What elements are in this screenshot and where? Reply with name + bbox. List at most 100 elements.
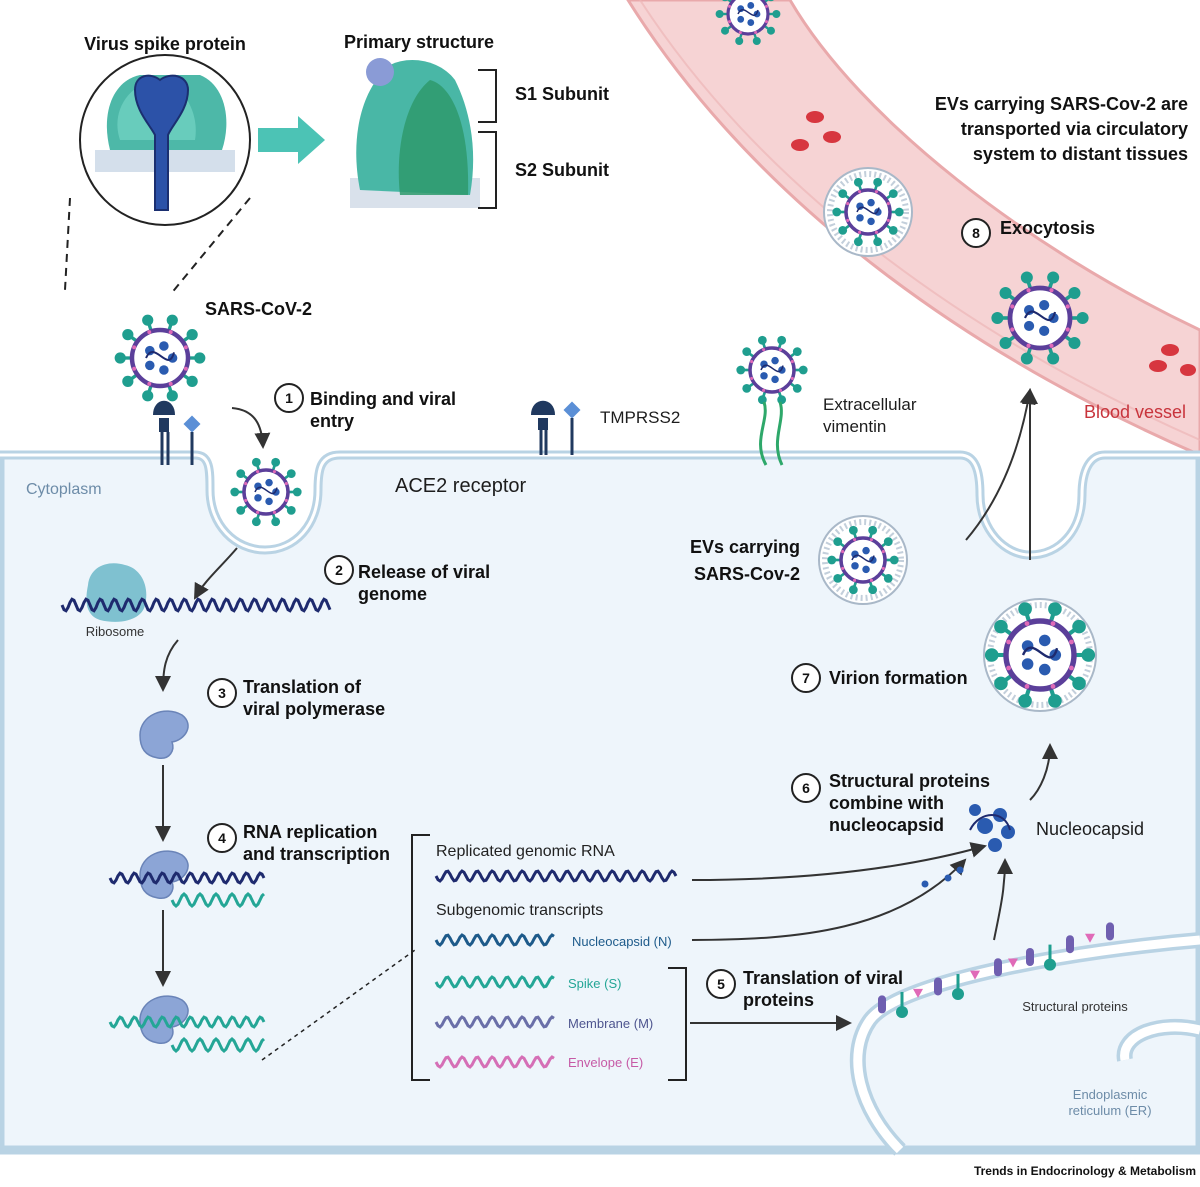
arrow-icon — [258, 116, 325, 164]
step-number-circle — [324, 555, 354, 585]
s2-label: S2 Subunit — [515, 160, 609, 180]
step-number: 5 — [717, 976, 725, 992]
rna-e-label: Envelope (E) — [568, 1055, 643, 1070]
ace2-receptor-main — [153, 400, 201, 465]
rna-waves — [434, 869, 678, 1069]
s1-bracket — [478, 69, 497, 123]
step-6-line3: nucleocapsid — [829, 815, 944, 835]
step-4-line1: RNA replication — [243, 822, 377, 842]
step-3-line2: viral polymerase — [243, 699, 385, 719]
subgenomic-label: Subgenomic transcripts — [436, 902, 603, 919]
step-8-line1: Exocytosis — [1000, 218, 1095, 238]
structural-proteins-label: Structural proteins — [1022, 999, 1128, 1014]
vessel-text-1: EVs carrying SARS-Cov-2 are — [935, 94, 1188, 114]
step-number: 3 — [218, 685, 226, 701]
rna-s-label: Spike (S) — [568, 976, 621, 991]
endocytosed-virion — [230, 457, 302, 527]
step-number-circle — [706, 969, 736, 999]
rna-n-wave — [434, 933, 555, 947]
envelope-protein — [913, 988, 923, 998]
er-label-1: Endoplasmic — [1073, 1087, 1148, 1102]
virions — [114, 0, 1097, 712]
membrane-protein — [1106, 922, 1114, 941]
step-5-line2: proteins — [743, 990, 814, 1010]
spike-protein-head — [1044, 958, 1056, 971]
ev-virion — [818, 515, 908, 605]
vessel-ev-virion — [823, 167, 913, 257]
protein-dots — [921, 866, 964, 888]
er-label-2: reticulum (ER) — [1068, 1103, 1151, 1118]
spike-protein-head — [896, 1005, 908, 1018]
step-number-circle — [274, 383, 304, 413]
blood-vessel — [626, 0, 1200, 457]
nucleocapsid-label: Nucleocapsid — [1036, 819, 1144, 839]
primary-structure-label: Primary structure — [344, 32, 494, 52]
evs-label-2: SARS-Cov-2 — [694, 564, 800, 584]
spike-protein-head — [952, 988, 964, 1001]
nucleocapsid-icon — [969, 804, 1015, 852]
sars-cov-2-label: SARS-CoV-2 — [205, 299, 312, 319]
cell — [0, 450, 1200, 1155]
step-number-circle — [791, 773, 821, 803]
spike-protein-panel: Virus spike protein Primary structure S1… — [64, 32, 609, 296]
rna-n-label: Nucleocapsid (N) — [572, 934, 672, 949]
spike-title: Virus spike protein — [84, 34, 246, 54]
tmprss2-label: TMPRSS2 — [600, 408, 680, 427]
sars-cov-2-virion — [114, 314, 206, 402]
viral-genome-rna — [60, 597, 332, 613]
cytoplasm-label: Cytoplasm — [26, 481, 102, 498]
er-structural-proteins — [878, 922, 1114, 1018]
rna-list-bracket — [411, 834, 430, 1081]
rna-replication-strand — [108, 871, 266, 885]
step-number-circle — [207, 678, 237, 708]
vimentin-label-2: vimentin — [823, 417, 886, 436]
red-blood-cells — [791, 111, 1196, 376]
vessel-text-2: transported via circulatory — [961, 119, 1188, 139]
vessel-virion-top — [715, 0, 781, 46]
step-number-circle — [961, 218, 991, 248]
membrane-protein — [1066, 935, 1074, 954]
step-number: 2 — [335, 562, 343, 578]
step-number-circle — [207, 823, 237, 853]
envelope-protein — [1085, 933, 1095, 943]
step-2-line2: genome — [358, 584, 427, 604]
s1-label: S1 Subunit — [515, 84, 609, 104]
vimentin-label-1: Extracellular — [823, 395, 917, 414]
step-6-line1: Structural proteins — [829, 771, 990, 791]
step-number: 7 — [802, 670, 810, 686]
envelope-protein — [970, 970, 980, 980]
membrane-protein — [878, 995, 886, 1014]
rna-s-wave — [434, 975, 555, 989]
step-1-line1: Binding and viral — [310, 389, 456, 409]
step-3-line1: Translation of — [243, 677, 362, 697]
rna-transcription-strand — [170, 891, 266, 909]
step-1-line2: entry — [310, 411, 354, 431]
evs-label-1: EVs carrying — [690, 537, 800, 557]
s2-bracket — [478, 131, 497, 209]
step-5-line1: Translation of viral — [743, 968, 903, 988]
ribosome-label: Ribosome — [86, 624, 145, 639]
flow-arrows — [155, 388, 1058, 1031]
step-number: 6 — [802, 780, 810, 796]
ribosome — [86, 563, 147, 622]
replicated-rna-wave — [434, 869, 678, 883]
step-8: 8 Exocytosis — [961, 218, 1095, 248]
vimentin-strands — [759, 401, 784, 466]
sep-bracket — [668, 967, 687, 1081]
membrane-protein — [994, 958, 1002, 977]
subgenomic-strand-1 — [108, 1015, 266, 1029]
footer-label: Trends in Endocrinology & Metabolism — [974, 1164, 1196, 1178]
ace2-label: ACE2 receptor — [395, 475, 527, 497]
step-number: 8 — [972, 225, 980, 241]
step-6-line2: combine with — [829, 793, 944, 813]
